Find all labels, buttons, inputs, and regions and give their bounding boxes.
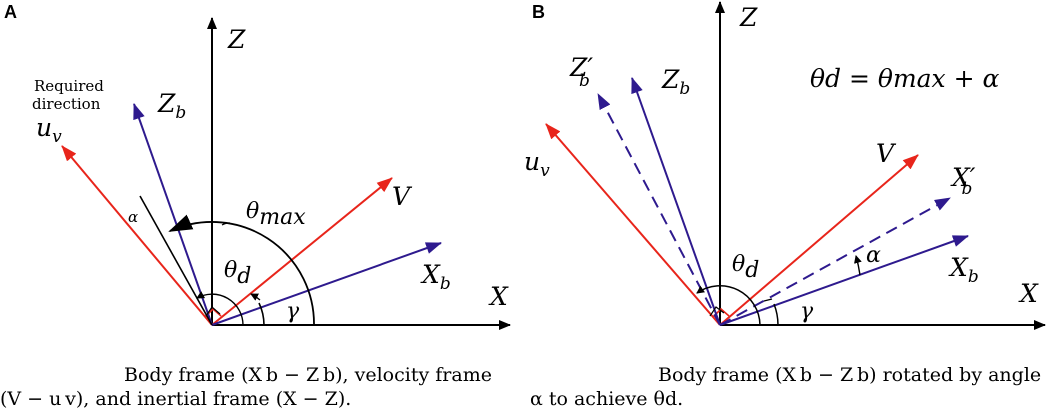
caption-b-line2: α to achieve θd. (530, 388, 684, 410)
alpha-label: α (128, 208, 138, 226)
panel-a: A X Z V uv Required direction Xb Zb θmax… (4, 2, 511, 330)
x-axis-label: X (488, 282, 509, 311)
theta-d-equation: θd = θmax + α (810, 64, 999, 93)
velocity-uv-arrow-b (545, 123, 721, 326)
caption-a-line1: Body frame (X b − Z b), velocity frame (124, 364, 492, 386)
xb-label-b: Xb (948, 253, 979, 287)
rotated-xb-arrow (719, 197, 951, 326)
body-zb-arrow (133, 103, 213, 326)
body-xb-arrow-b (719, 235, 969, 326)
gamma-arc-b (773, 303, 779, 326)
required-label-line2: direction (32, 95, 101, 113)
caption-b: Body frame (X b − Z b) rotated by angle … (530, 363, 1050, 411)
gamma-tick-b (763, 298, 773, 302)
rotated-zb-label: Z′b (569, 53, 593, 91)
v-label-b: V (876, 139, 897, 168)
panel-b: B X Z θd = θmax + α V uv Xb Zb X′b Z′b θ… (524, 1, 1046, 330)
xb-label: Xb (420, 260, 451, 294)
v-label: V (392, 182, 413, 211)
alpha-guide-line (139, 195, 213, 326)
theta-max-label: θmax (246, 199, 306, 230)
uv-label: uv (36, 113, 62, 147)
body-xb-arrow (211, 242, 442, 326)
alpha-arc-b (854, 255, 862, 276)
z-axis-label: Z (227, 25, 246, 54)
gamma-arc-a (258, 302, 265, 326)
velocity-v-arrow-b (719, 154, 919, 326)
zb-label-b: Zb (661, 65, 690, 99)
theta-d-small-arc (250, 293, 261, 301)
body-zb-arrow-b (631, 77, 721, 326)
velocity-uv-arrow (61, 145, 213, 326)
rotated-xb-label: X′b (950, 163, 976, 199)
panel-b-letter: B (532, 2, 545, 22)
gamma-label-b: γ (800, 299, 814, 324)
theta-d-label-b: θd (732, 252, 759, 283)
caption-a-line2: (V − u v), and inertial frame (X − Z). (0, 388, 352, 410)
required-label-line1: Required (34, 77, 104, 95)
uv-label-b: uv (524, 147, 550, 181)
velocity-v-arrow (211, 177, 393, 326)
z-axis-label-b: Z (739, 3, 758, 32)
right-angle-marker-black-b (709, 306, 725, 317)
caption-a: Body frame (X b − Z b), velocity frame (… (0, 363, 520, 411)
zb-label: Zb (157, 89, 186, 123)
right-angle-marker-black (205, 306, 221, 317)
theta-d-label: θd (224, 258, 251, 289)
theta-d-arc-b (696, 284, 761, 326)
alpha-arc-a (221, 222, 231, 226)
gamma-label: γ (286, 299, 300, 324)
x-axis-label-b: X (1018, 279, 1039, 308)
theta-d-arc (196, 291, 244, 326)
panel-a-letter: A (4, 2, 17, 22)
caption-b-line1: Body frame (X b − Z b) rotated by angle (658, 364, 1042, 386)
alpha-label-b: α (866, 243, 881, 268)
theta-max-arc (168, 214, 315, 326)
